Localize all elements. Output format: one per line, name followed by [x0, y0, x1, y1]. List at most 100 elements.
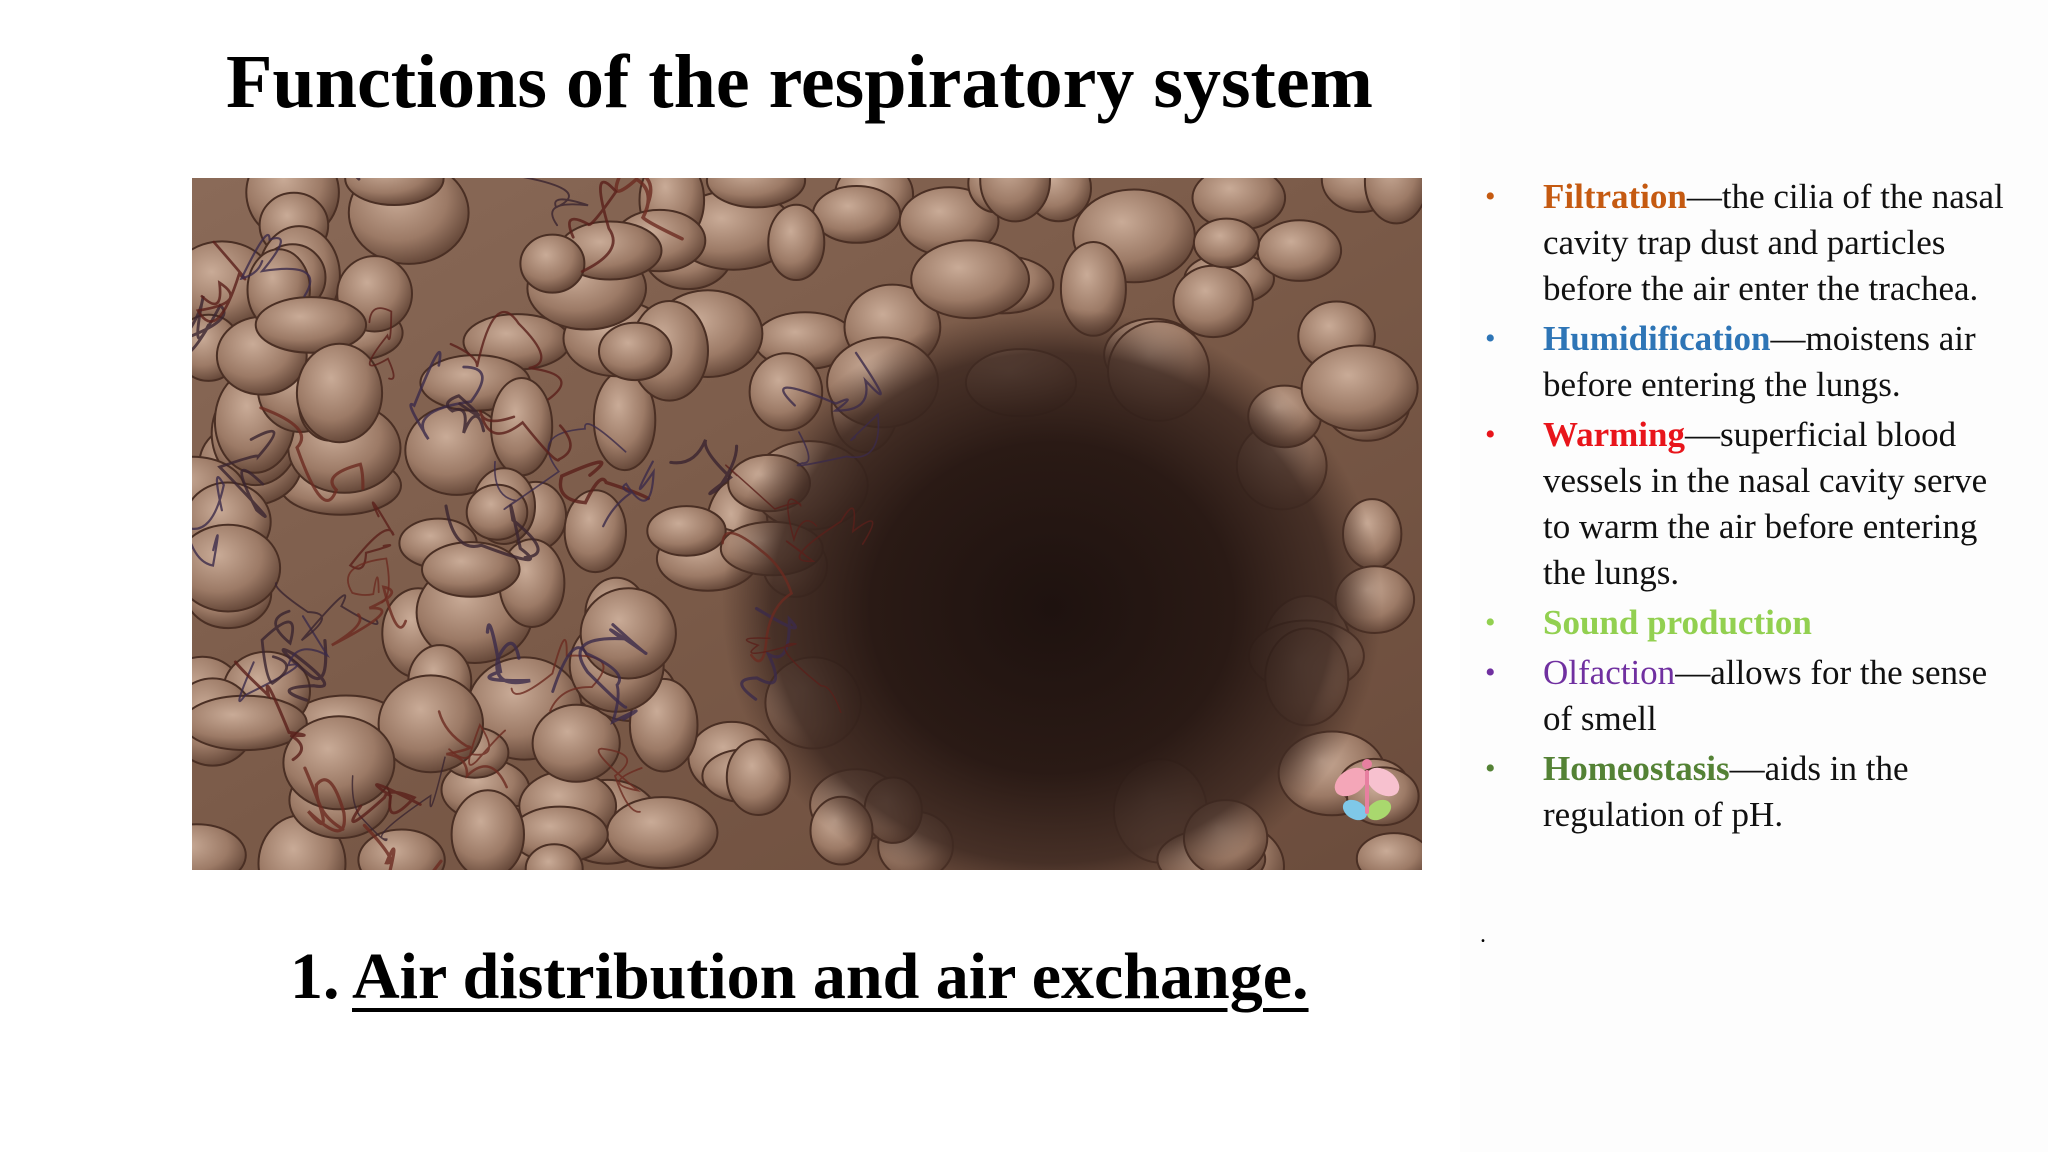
- section-heading-text: Air distribution and air exchange.: [352, 940, 1309, 1013]
- blood-vessel: [602, 460, 655, 528]
- tissue-lobule: [1192, 217, 1260, 269]
- tissue-lobule: [420, 541, 521, 598]
- blood-vessel: [551, 646, 638, 725]
- blood-vessel: [351, 783, 422, 824]
- bullet-description: —moistens air before entering the lungs.: [1543, 319, 1976, 404]
- tissue-lobule: [519, 233, 586, 294]
- tissue-lobule: [563, 489, 627, 574]
- text-panel-background: [1460, 0, 2048, 1152]
- term-sound-production: Sound production: [1543, 603, 1812, 642]
- term-homeostasis: Homeostasis: [1543, 749, 1730, 788]
- blood-vessel: [785, 507, 874, 563]
- blood-vessel: [351, 756, 446, 842]
- blood-vessel: [409, 350, 484, 440]
- blood-vessel: [362, 823, 443, 870]
- blood-vessel: [368, 307, 395, 380]
- bullet-marker: •: [1485, 322, 1496, 355]
- section-number: 1.: [290, 940, 340, 1013]
- airway-photo: [192, 178, 1422, 870]
- tissue-lobule: [192, 823, 247, 870]
- blood-vessel: [578, 623, 648, 709]
- bullet-marker: •: [1485, 180, 1496, 213]
- blood-vessel: [448, 723, 506, 766]
- tissue-lobule: [295, 342, 384, 444]
- bullet-description: —allows for the sense of smell: [1543, 653, 1988, 738]
- blood-vessel: [478, 410, 572, 462]
- bullet-marker: •: [1485, 656, 1496, 689]
- tissue-lobule: [705, 178, 807, 209]
- tissue-lobule: [1300, 344, 1419, 432]
- tissue-lobule: [450, 789, 525, 870]
- bullet-marker: •: [1485, 752, 1496, 785]
- tissue-lobule: [1363, 178, 1422, 225]
- blood-vessel: [238, 615, 331, 702]
- tissue-lobule: [811, 185, 902, 244]
- blood-vessel: [782, 351, 882, 412]
- blood-vessel: [449, 311, 563, 401]
- term-filtration: Filtration: [1543, 177, 1687, 216]
- tissue-lobule: [377, 674, 485, 774]
- blood-vessel: [485, 623, 531, 685]
- tissue-lobule: [767, 203, 826, 281]
- tissue-lobule: [254, 296, 368, 354]
- blood-vessel: [437, 710, 508, 789]
- blood-vessel: [239, 233, 312, 298]
- blood-vessel: [217, 429, 276, 519]
- bullet-marker: •: [1485, 606, 1496, 639]
- tissue-lobule: [579, 587, 677, 680]
- section-heading: 1.Air distribution and air exchange.: [290, 934, 1309, 1020]
- blood-vessel: [493, 423, 627, 510]
- tissue-lobule: [524, 843, 584, 870]
- tissue-lobule: [357, 828, 446, 870]
- bullet-homeostasis: • Homeostasis—aids in the regulation of …: [1475, 746, 2015, 838]
- tissue-lobule: [646, 505, 727, 557]
- blood-vessel: [347, 557, 390, 604]
- tissue-lobule: [490, 377, 554, 477]
- tissue-lobule: [598, 321, 673, 382]
- blood-vessel: [260, 609, 295, 685]
- blood-vessel: [597, 747, 643, 813]
- tissue-lobule: [344, 178, 445, 206]
- blood-vessel: [192, 295, 226, 352]
- blood-vessel: [445, 394, 486, 434]
- butterfly-logo-icon: [1334, 759, 1400, 821]
- blood-vessel: [522, 178, 589, 227]
- functions-list: • Filtration—the cilia of the nasal cavi…: [1475, 174, 2015, 842]
- blood-vessel: [233, 660, 306, 762]
- tissue-lobule: [1355, 832, 1422, 870]
- slide-title: Functions of the respiratory system: [226, 40, 1373, 124]
- bullet-sound-production: • Sound production: [1475, 600, 2015, 646]
- tissue-lobule: [1256, 219, 1343, 282]
- bullet-marker: •: [1485, 418, 1496, 451]
- tissue-lobule: [979, 178, 1051, 223]
- blood-vessel: [669, 439, 739, 496]
- blood-vessel: [192, 476, 225, 567]
- blood-vessel: [558, 460, 650, 505]
- blood-vessel: [745, 637, 842, 714]
- tissue-lobule: [910, 239, 1030, 320]
- tissue-lobule: [605, 796, 719, 870]
- tissue-lobule: [1172, 264, 1254, 339]
- blood-vessel: [259, 406, 365, 502]
- bullet-description: —aids in the regulation of pH.: [1543, 749, 1909, 834]
- blood-vessel: [725, 464, 818, 543]
- term-olfaction: Olfaction: [1543, 653, 1676, 692]
- bullet-humidification: • Humidification—moistens air before ent…: [1475, 316, 2015, 408]
- bullet-description: —superficial blood vessels in the nasal …: [1543, 415, 1988, 592]
- tissue-lobule: [531, 703, 621, 783]
- blood-vessel: [195, 240, 247, 323]
- bullet-description: —the cilia of the nasal cavity trap dust…: [1543, 177, 2004, 308]
- blood-vessel: [740, 606, 797, 701]
- bullet-warming: • Warming—superficial blood vessels in t…: [1475, 412, 2015, 596]
- blood-vessel: [303, 766, 347, 833]
- blood-vessel: [614, 178, 684, 241]
- stray-mark: .: [1480, 922, 1486, 948]
- term-warming: Warming: [1543, 415, 1685, 454]
- term-humidification: Humidification: [1543, 319, 1771, 358]
- blood-vessel: [568, 180, 618, 273]
- blood-vessel: [721, 531, 794, 663]
- blood-vessel: [331, 585, 408, 647]
- blood-vessel: [444, 504, 540, 562]
- bullet-filtration: • Filtration—the cilia of the nasal cavi…: [1475, 174, 2015, 312]
- blood-vessel: [348, 501, 395, 570]
